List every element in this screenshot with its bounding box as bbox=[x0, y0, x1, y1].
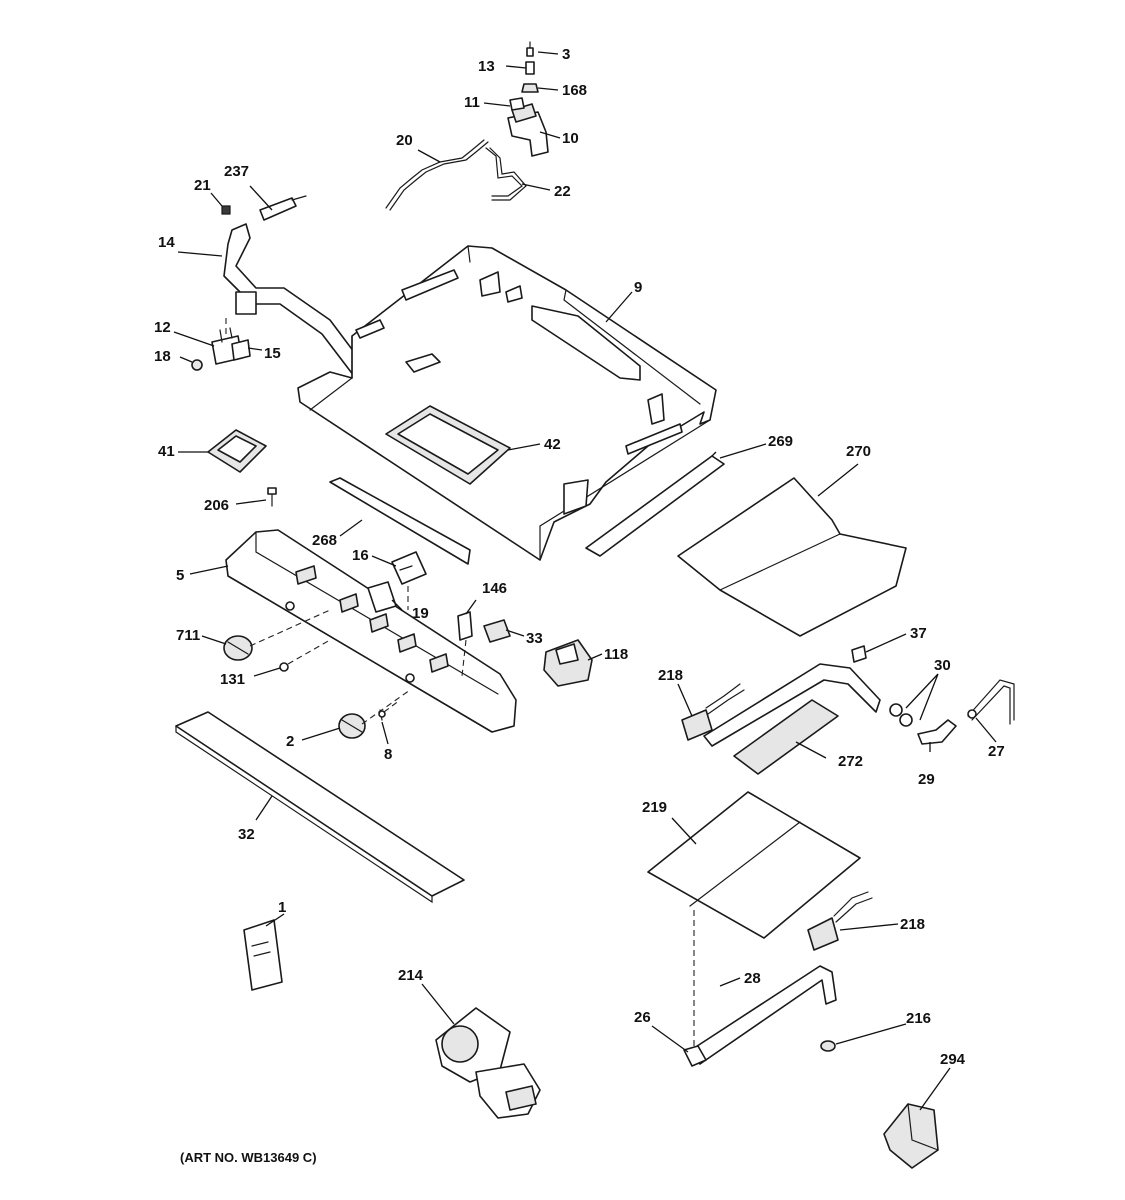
part-elbow-29 bbox=[917, 719, 957, 745]
part-burner-28 bbox=[687, 965, 837, 1065]
callout-8: 8 bbox=[384, 746, 392, 763]
dash-line-146 bbox=[461, 639, 467, 677]
callout-219: 219 bbox=[642, 799, 667, 816]
part-knob-2 bbox=[338, 713, 366, 739]
part-knob-711 bbox=[223, 635, 253, 661]
callout-146: 146 bbox=[482, 580, 507, 597]
callout-42: 42 bbox=[544, 436, 561, 453]
leader-lines bbox=[173, 51, 997, 1111]
part-clip-37 bbox=[851, 645, 867, 663]
part-screw-21 bbox=[221, 205, 231, 215]
callout-20: 20 bbox=[396, 132, 413, 149]
part-manifold-panel-5 bbox=[225, 529, 517, 733]
callout-29: 29 bbox=[918, 771, 935, 788]
callout-33: 33 bbox=[526, 630, 543, 647]
part-bracket-19 bbox=[367, 581, 397, 613]
callout-218-bottom: 218 bbox=[900, 916, 925, 933]
part-burner-box-9 bbox=[297, 245, 717, 561]
callout-268: 268 bbox=[312, 532, 337, 549]
part-screw-206 bbox=[267, 487, 277, 507]
callout-168: 168 bbox=[562, 82, 587, 99]
callout-3: 3 bbox=[562, 46, 570, 63]
part-orifice-11 bbox=[509, 97, 525, 111]
part-bracket-294 bbox=[883, 1103, 939, 1169]
callout-218-top: 218 bbox=[658, 667, 683, 684]
callout-711: 711 bbox=[176, 627, 200, 644]
callout-15: 15 bbox=[264, 345, 281, 362]
part-burner-tube-30 bbox=[703, 663, 881, 747]
callout-12: 12 bbox=[154, 319, 171, 336]
callout-30: 30 bbox=[934, 657, 951, 674]
part-screw-8 bbox=[378, 709, 386, 721]
callout-27: 27 bbox=[988, 743, 1005, 760]
part-rail-32 bbox=[175, 711, 465, 904]
callout-131: 131 bbox=[220, 671, 245, 688]
part-burner-grate-42 bbox=[385, 405, 511, 485]
callout-28: 28 bbox=[744, 970, 761, 987]
part-nut-168 bbox=[521, 83, 539, 93]
part-orifice-30 bbox=[889, 703, 913, 727]
callout-5: 5 bbox=[176, 567, 184, 584]
callout-37: 37 bbox=[910, 625, 927, 642]
dash-line-knob-2 bbox=[361, 689, 411, 725]
part-screw-131 bbox=[279, 662, 289, 672]
callout-16: 16 bbox=[352, 547, 369, 564]
part-bracket-26 bbox=[683, 1045, 707, 1067]
callout-13: 13 bbox=[478, 58, 495, 75]
callout-14: 14 bbox=[158, 234, 175, 251]
part-spreader-41 bbox=[207, 429, 267, 473]
part-clip-146 bbox=[457, 611, 473, 641]
callout-269: 269 bbox=[768, 433, 793, 450]
part-grommet-216 bbox=[820, 1040, 836, 1052]
part-tube-22 bbox=[485, 147, 527, 201]
part-switch-33 bbox=[483, 619, 511, 643]
art-number: (ART NO. WB13649 C) bbox=[180, 1150, 317, 1165]
callout-1: 1 bbox=[278, 899, 286, 916]
part-switch-16 bbox=[391, 551, 427, 585]
part-shield-269 bbox=[585, 455, 725, 557]
callout-21: 21 bbox=[194, 177, 211, 194]
callout-272: 272 bbox=[838, 753, 863, 770]
callout-270: 270 bbox=[846, 443, 871, 460]
callout-237: 237 bbox=[224, 163, 249, 180]
callout-19: 19 bbox=[412, 605, 429, 622]
part-literature-1 bbox=[243, 919, 283, 991]
callout-22: 22 bbox=[554, 183, 571, 200]
dash-line-knob-711 bbox=[249, 609, 331, 647]
dash-line-screw-8 bbox=[383, 699, 401, 713]
callout-18: 18 bbox=[154, 348, 171, 365]
callout-2: 2 bbox=[286, 733, 294, 750]
callout-214: 214 bbox=[398, 967, 424, 984]
callout-9: 9 bbox=[634, 279, 642, 296]
callout-32: 32 bbox=[238, 826, 255, 843]
part-tube-20 bbox=[385, 139, 489, 211]
dash-line-screw-131 bbox=[287, 639, 331, 665]
callout-26: 26 bbox=[634, 1009, 651, 1026]
part-spacer-13 bbox=[525, 61, 535, 75]
callout-216: 216 bbox=[906, 1010, 931, 1027]
part-fitting-237 bbox=[259, 195, 307, 221]
part-igniter-218-bottom bbox=[807, 891, 873, 951]
part-igniter-218-top bbox=[681, 683, 745, 741]
part-burner-272 bbox=[733, 699, 839, 775]
callout-10: 10 bbox=[562, 130, 579, 147]
callout-206: 206 bbox=[204, 497, 229, 514]
part-rail-268 bbox=[329, 477, 471, 565]
part-shield-270 bbox=[677, 477, 907, 637]
part-nut-18 bbox=[191, 359, 203, 371]
part-shield-219 bbox=[647, 791, 861, 939]
callout-labels: 3 13 168 11 10 20 22 21 237 14 12 18 15 … bbox=[154, 46, 1005, 1068]
part-bracket-10 bbox=[507, 103, 549, 157]
part-knob-118 bbox=[543, 639, 593, 687]
callout-11: 11 bbox=[464, 94, 480, 111]
part-clip-15 bbox=[231, 339, 251, 361]
callout-41: 41 bbox=[158, 443, 175, 460]
callout-118: 118 bbox=[604, 646, 628, 663]
part-tube-27 bbox=[967, 679, 1015, 725]
callout-294: 294 bbox=[940, 1051, 966, 1068]
part-gas-valve-214 bbox=[435, 1007, 541, 1119]
part-screw-3 bbox=[526, 41, 534, 57]
